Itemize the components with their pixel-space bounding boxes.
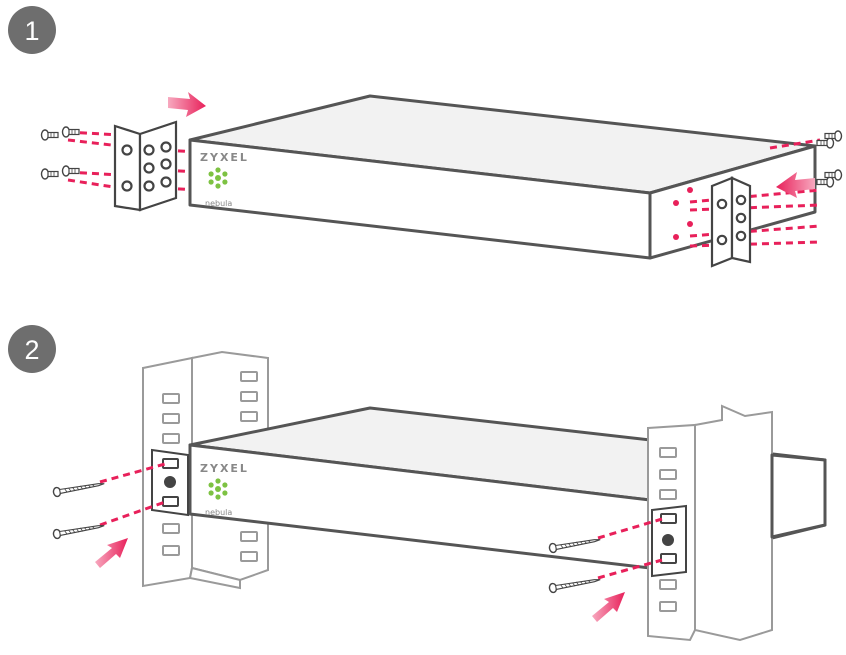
right-mounting-bracket <box>712 178 750 266</box>
right-attached-bracket <box>652 506 686 576</box>
insert-arrow-rack-right <box>592 592 625 622</box>
insert-arrow-rack-left <box>95 538 128 568</box>
device-product-label: nebula <box>205 199 232 208</box>
left-mounting-bracket <box>115 122 176 210</box>
right-screws <box>817 131 842 187</box>
device-brand-label-2: ZYXEL <box>200 462 249 475</box>
step-1-badge: 1 <box>8 6 56 54</box>
device-back-extension <box>772 455 825 537</box>
step-2-number: 2 <box>24 335 39 365</box>
device-brand-label: ZYXEL <box>200 151 249 164</box>
left-screws <box>42 127 80 179</box>
device-product-label-2: nebula <box>205 508 232 517</box>
step-2-badge: 2 <box>8 325 56 373</box>
step-1-number: 1 <box>24 16 39 46</box>
insert-arrow-left <box>168 92 206 117</box>
